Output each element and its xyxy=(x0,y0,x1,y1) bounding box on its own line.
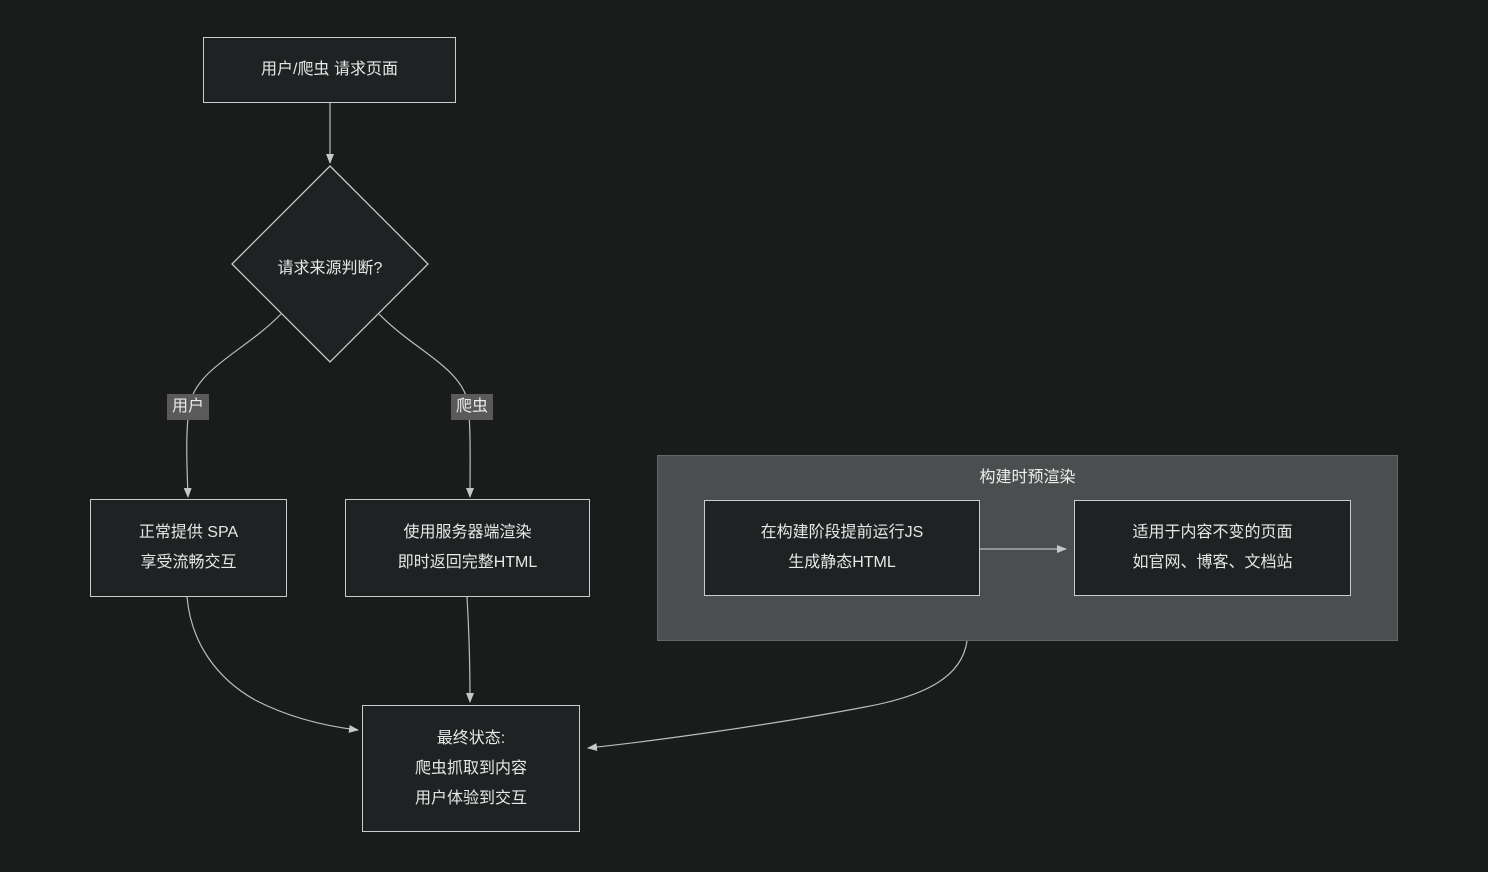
decision-diamond-shape xyxy=(231,165,429,363)
node-final-line: 用户体验到交互 xyxy=(414,789,527,807)
node-request-label: 用户/爬虫 请求页面 xyxy=(261,61,398,78)
node-final: 最终状态: 爬虫抓取到内容 用户体验到交互 xyxy=(362,705,580,832)
node-prerender-build-line: 生成静态HTML xyxy=(788,554,896,571)
subgraph-title: 构建时预渲染 xyxy=(979,469,1076,486)
node-prerender-use: 适用于内容不变的页面 如官网、博客、文档站 xyxy=(1074,500,1351,596)
node-prerender-build-line: 在构建阶段提前运行JS xyxy=(760,524,924,541)
node-ssr-line: 即时返回完整HTML xyxy=(397,554,538,571)
edge-ssr-to-final xyxy=(465,596,474,703)
node-spa: 正常提供 SPA 享受流畅交互 xyxy=(90,499,287,597)
node-final-line: 爬虫抓取到内容 xyxy=(414,759,527,777)
node-request: 用户/爬虫 请求页面 xyxy=(203,37,456,103)
node-spa-line: 正常提供 SPA xyxy=(138,524,239,541)
node-prerender-use-line: 如官网、博客、文档站 xyxy=(1132,554,1293,571)
edge-label-user: 用户 xyxy=(167,394,210,420)
node-decision-label: 请求来源判断? xyxy=(277,260,383,277)
edge-spa-to-final xyxy=(186,596,359,733)
node-ssr-line: 使用服务器端渲染 xyxy=(403,524,532,541)
edge-label-crawler: 爬虫 xyxy=(451,394,494,420)
node-prerender-use-line: 适用于内容不变的页面 xyxy=(1132,524,1293,541)
node-spa-line: 享受流畅交互 xyxy=(140,554,237,571)
node-ssr: 使用服务器端渲染 即时返回完整HTML xyxy=(345,499,590,597)
node-final-line: 最终状态: xyxy=(436,729,506,747)
edge-prerender-to-final xyxy=(587,640,968,752)
node-prerender-build: 在构建阶段提前运行JS 生成静态HTML xyxy=(704,500,980,596)
